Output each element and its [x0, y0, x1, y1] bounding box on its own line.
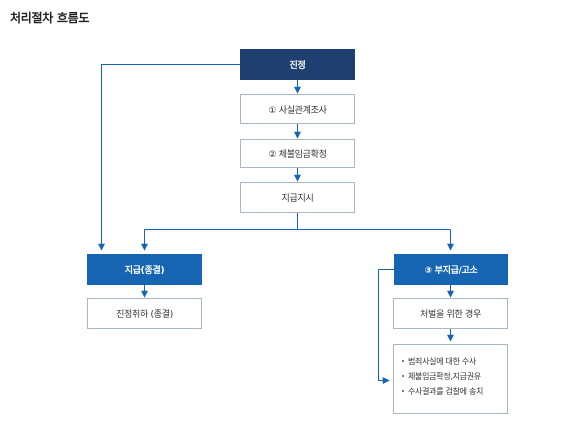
branch-right-actions-box: 범죄사실에 대한 수사 체불임금확정,지급권유 수사결과를 검찰에 송치 [393, 344, 508, 414]
branch-right-result-box: 처벌을 위한 경우 [393, 298, 508, 329]
connector-right-to-actions [378, 269, 394, 384]
page-title: 처리절차 흐름도 [10, 11, 90, 25]
connector-start-to-left [98, 64, 240, 251]
action-item: 범죄사실에 대한 수사 [402, 354, 501, 369]
action-item: 수사결과를 검찰에 송치 [402, 384, 501, 399]
start-box: 진정 [240, 49, 355, 80]
step-1-box: ① 사실관계조사 [240, 94, 355, 124]
step-3-box: 지급지시 [240, 182, 355, 213]
branch-left-result-box: 진정취하 (종결) [87, 298, 202, 329]
step-2-box: ② 체불임금확정 [240, 139, 355, 168]
action-item: 체불임금확정,지급권유 [402, 369, 501, 384]
branch-right-box: ③ 부지급/고소 [394, 254, 508, 285]
branch-left-box: 지급(종결) [87, 254, 202, 285]
